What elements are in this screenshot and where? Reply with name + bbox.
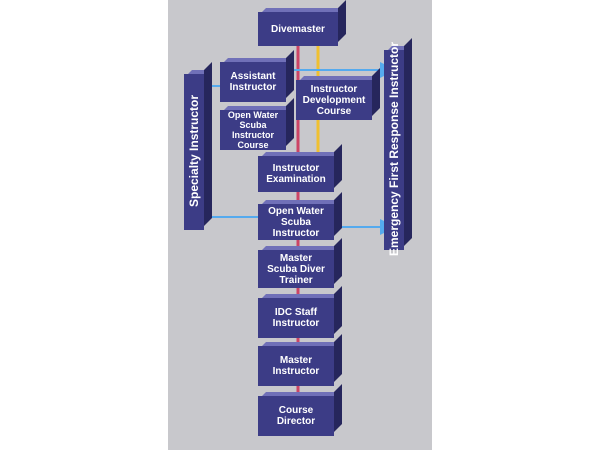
divemaster-box: Divemaster xyxy=(258,0,346,46)
instructor-examination-box: Instructor Examination xyxy=(258,144,342,192)
course-director-label: Course Director xyxy=(258,396,334,436)
master-instructor-box: Master Instructor xyxy=(258,334,342,386)
idc-staff-instructor-label: IDC Staff Instructor xyxy=(258,298,334,338)
master-instructor-label: Master Instructor xyxy=(258,346,334,386)
divemaster-label: Divemaster xyxy=(258,12,338,46)
owsi-course-box: Open Water Scuba Instructor Course xyxy=(220,98,294,150)
assistant-instructor-box: Assistant Instructor xyxy=(220,50,294,102)
instructor-examination-label: Instructor Examination xyxy=(258,156,334,192)
msdt-label: Master Scuba Diver Trainer xyxy=(258,250,334,288)
course-director-box: Course Director xyxy=(258,384,342,436)
idc-box: Instructor Development Course xyxy=(296,68,380,120)
efr-instructor-bar: Emergency First Response Instructor xyxy=(384,38,412,256)
specialty-instructor-bar: Specialty Instructor xyxy=(184,62,212,230)
owsi-box: Open Water Scuba Instructor xyxy=(258,192,342,240)
assistant-instructor-label: Assistant Instructor xyxy=(220,62,286,102)
idc-staff-instructor-box: IDC Staff Instructor xyxy=(258,286,342,338)
specialty-instructor-label: Specialty Instructor xyxy=(187,94,201,207)
owsi-label: Open Water Scuba Instructor xyxy=(258,204,334,240)
efr-instructor-label: Emergency First Response Instructor xyxy=(387,41,401,257)
idc-label: Instructor Development Course xyxy=(296,80,372,120)
owsi-course-label: Open Water Scuba Instructor Course xyxy=(220,110,286,150)
msdt-box: Master Scuba Diver Trainer xyxy=(258,238,342,288)
